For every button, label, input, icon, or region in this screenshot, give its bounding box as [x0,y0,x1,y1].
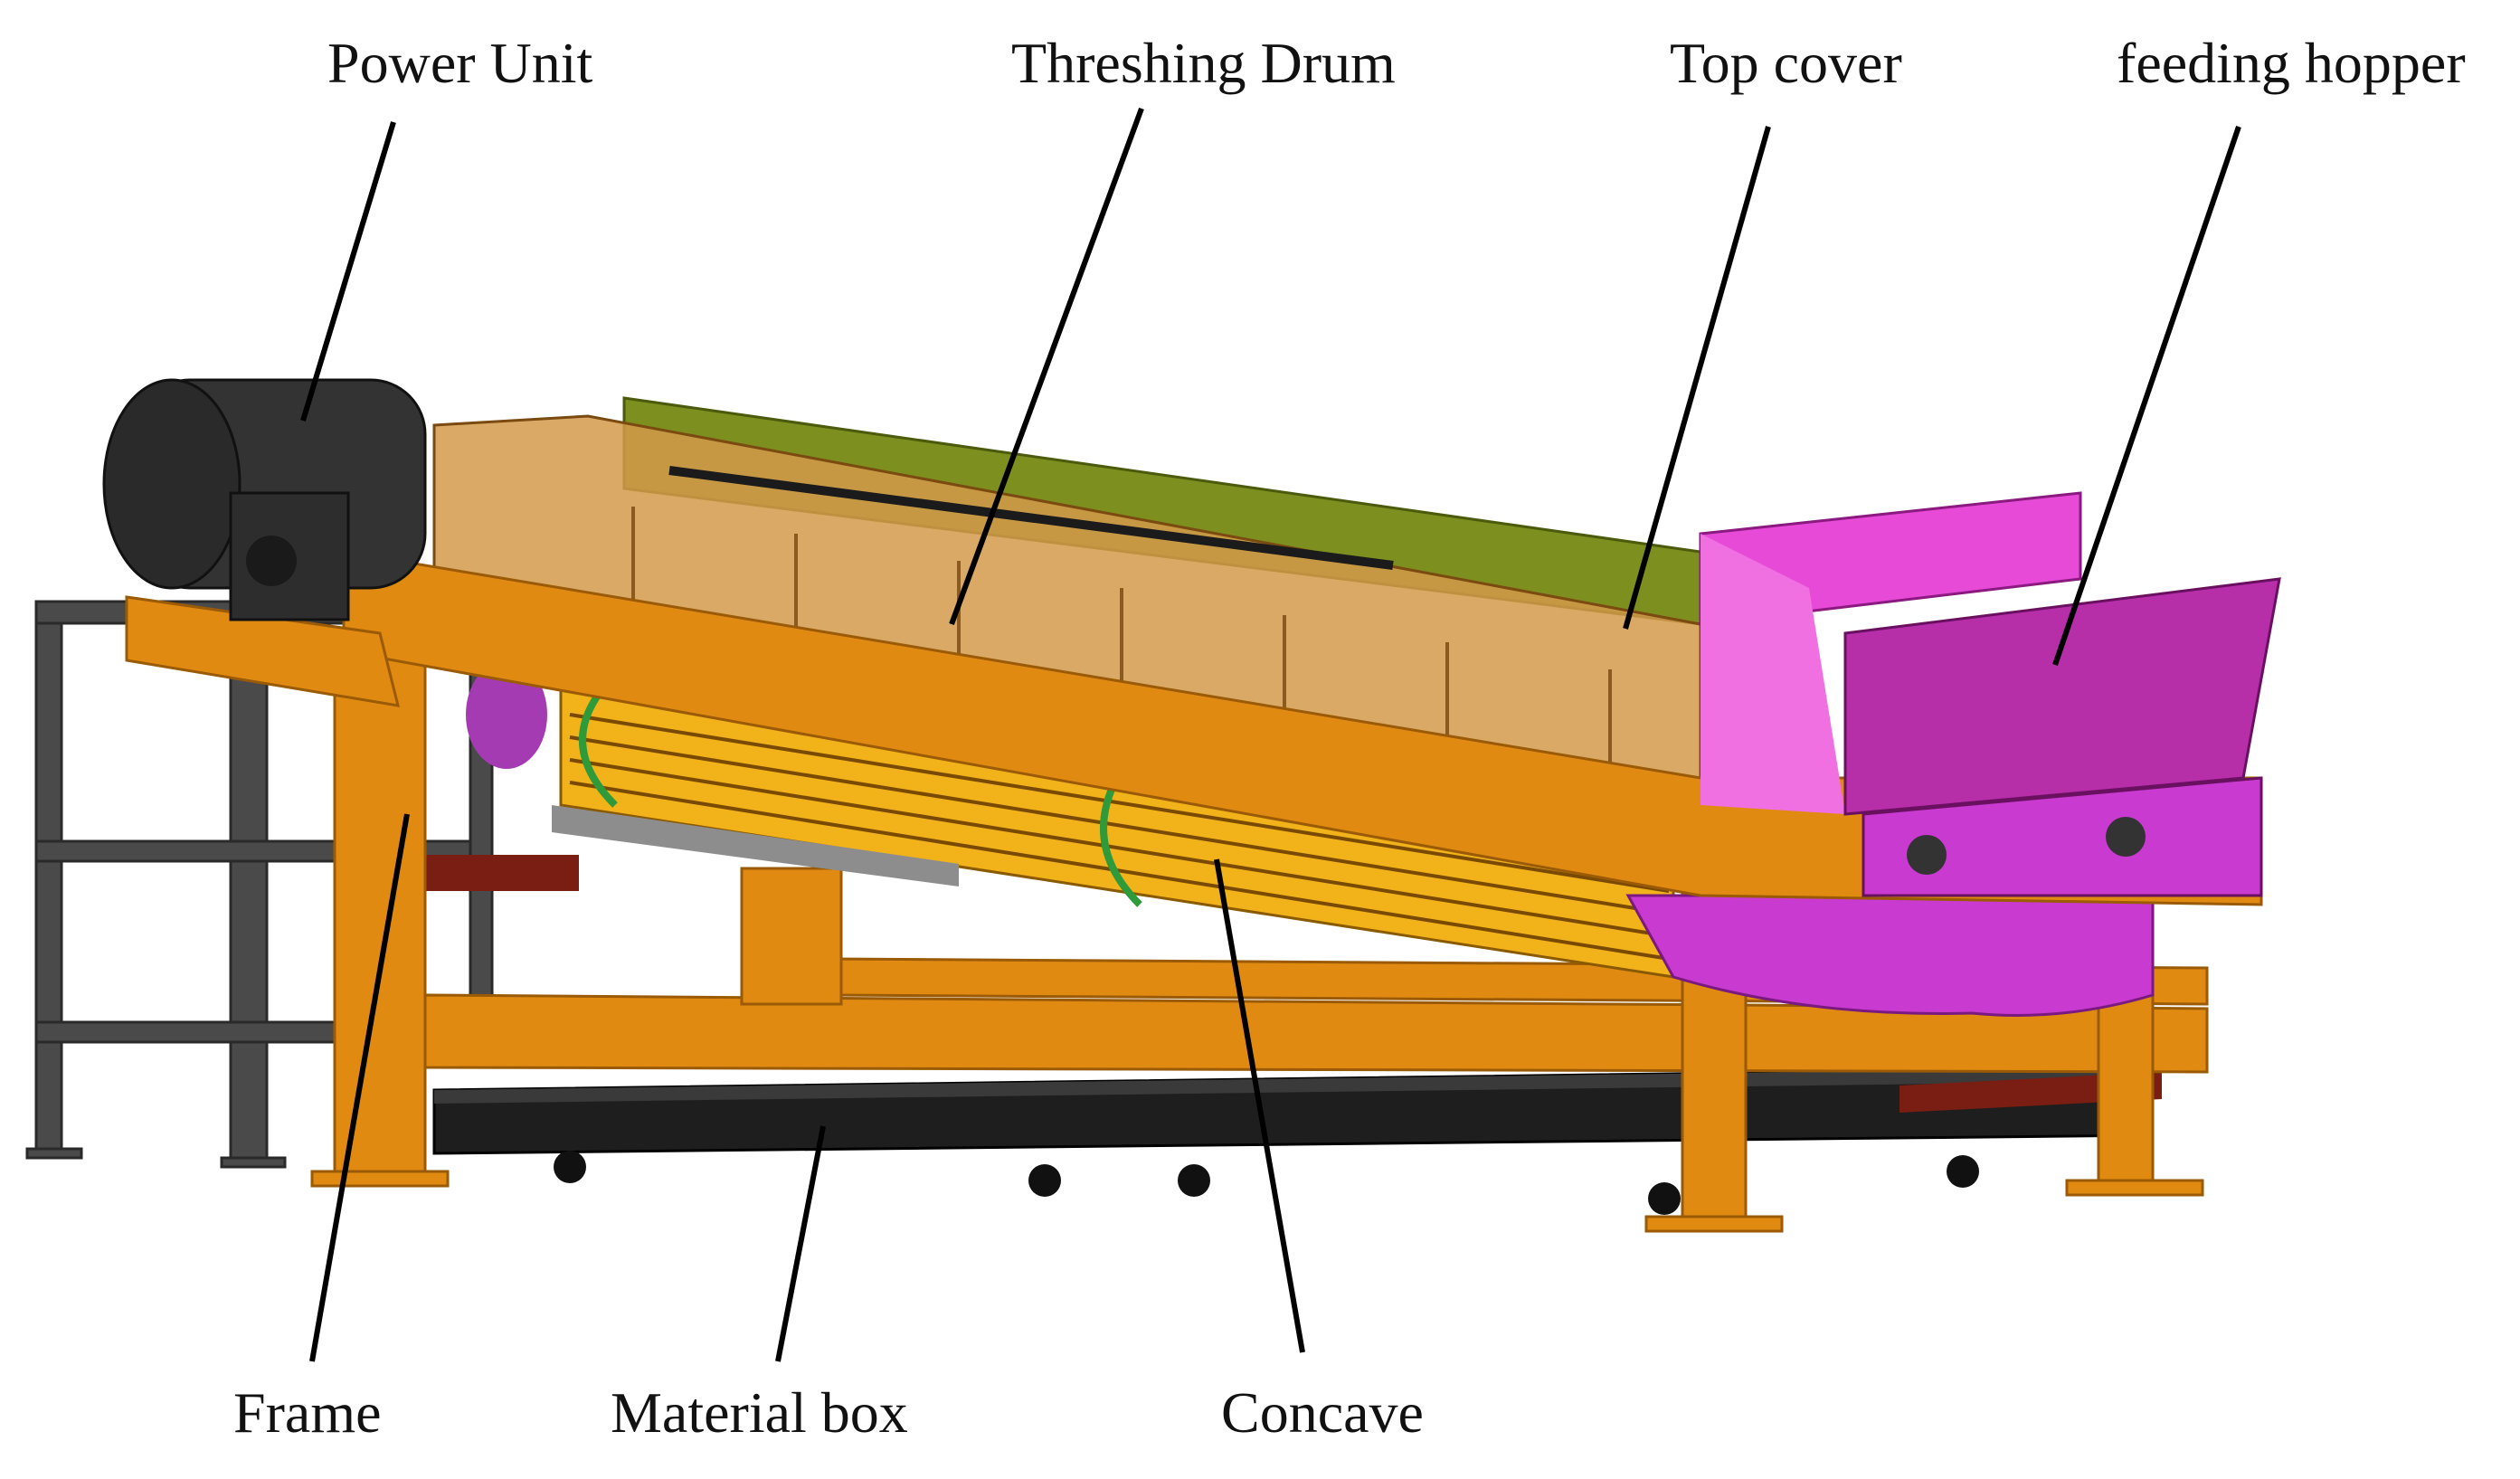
power-unit [102,378,427,621]
feeding-hopper [1699,491,2281,897]
label-power-unit: Power Unit [327,31,593,95]
label-material-box: Material box [611,1380,908,1445]
leader-top-cover [1623,126,1771,630]
label-feeding-hopper: feeding hopper [2117,31,2466,95]
label-concave: Concave [1221,1380,1424,1445]
label-frame: Frame [233,1380,382,1445]
material-box [432,1066,2155,1215]
label-threshing-drum: Threshing Drum [1011,31,1396,95]
concave [552,686,1675,979]
leader-feeding-hopper [2052,126,2241,666]
label-top-cover: Top cover [1670,31,1902,95]
drum-ends [466,660,2155,1017]
leader-material-box [775,1125,826,1362]
leader-threshing-drum [949,107,1144,626]
leader-lines [300,107,2241,1362]
leader-power-unit [300,121,396,422]
leader-frame [309,813,410,1362]
leader-concave [1214,858,1305,1353]
frame-crossbars [416,855,2162,1113]
